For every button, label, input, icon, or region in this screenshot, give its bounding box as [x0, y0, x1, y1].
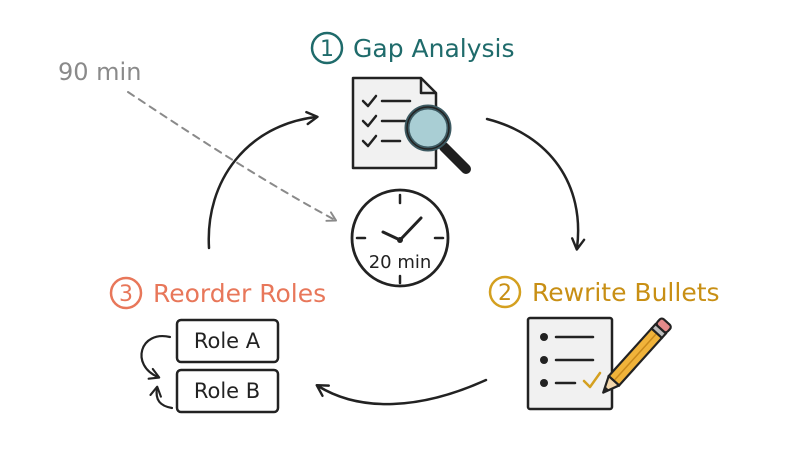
- role-a-box: Role A: [175, 318, 280, 364]
- cycle-arrow-1-to-2: [485, 117, 586, 251]
- step2-number-circle: [488, 275, 522, 309]
- time-reduction-arrow: [127, 91, 338, 222]
- step2-number: 2: [498, 281, 512, 306]
- step3-label: Reorder Roles: [153, 279, 326, 308]
- role-b-label: Role B: [194, 379, 260, 403]
- cycle-arrow-3-to-1: [207, 110, 319, 250]
- original-time-note: 90 min: [58, 58, 141, 86]
- step1-heading: 1 Gap Analysis: [310, 31, 515, 65]
- step1-label: Gap Analysis: [353, 34, 515, 63]
- role-b-box: Role B: [175, 368, 280, 414]
- cycle-arrow-2-to-3: [315, 378, 488, 406]
- swap-down-arrow: [140, 335, 172, 380]
- step3-number-circle: [109, 276, 143, 310]
- clock-icon: [350, 188, 450, 288]
- step3-heading: 3 Reorder Roles: [109, 276, 326, 310]
- bullet-list-pencil-icon: [526, 316, 672, 411]
- checklist-magnifier-icon: [351, 76, 471, 174]
- step2-heading: 2 Rewrite Bullets: [488, 275, 720, 309]
- step1-number-circle: [310, 31, 344, 65]
- clock-time-label: 20 min: [369, 252, 432, 273]
- swap-up-arrow: [149, 385, 174, 410]
- role-a-label: Role A: [194, 329, 261, 353]
- step3-number: 3: [119, 282, 133, 307]
- step1-number: 1: [320, 37, 334, 62]
- step2-label: Rewrite Bullets: [532, 278, 720, 307]
